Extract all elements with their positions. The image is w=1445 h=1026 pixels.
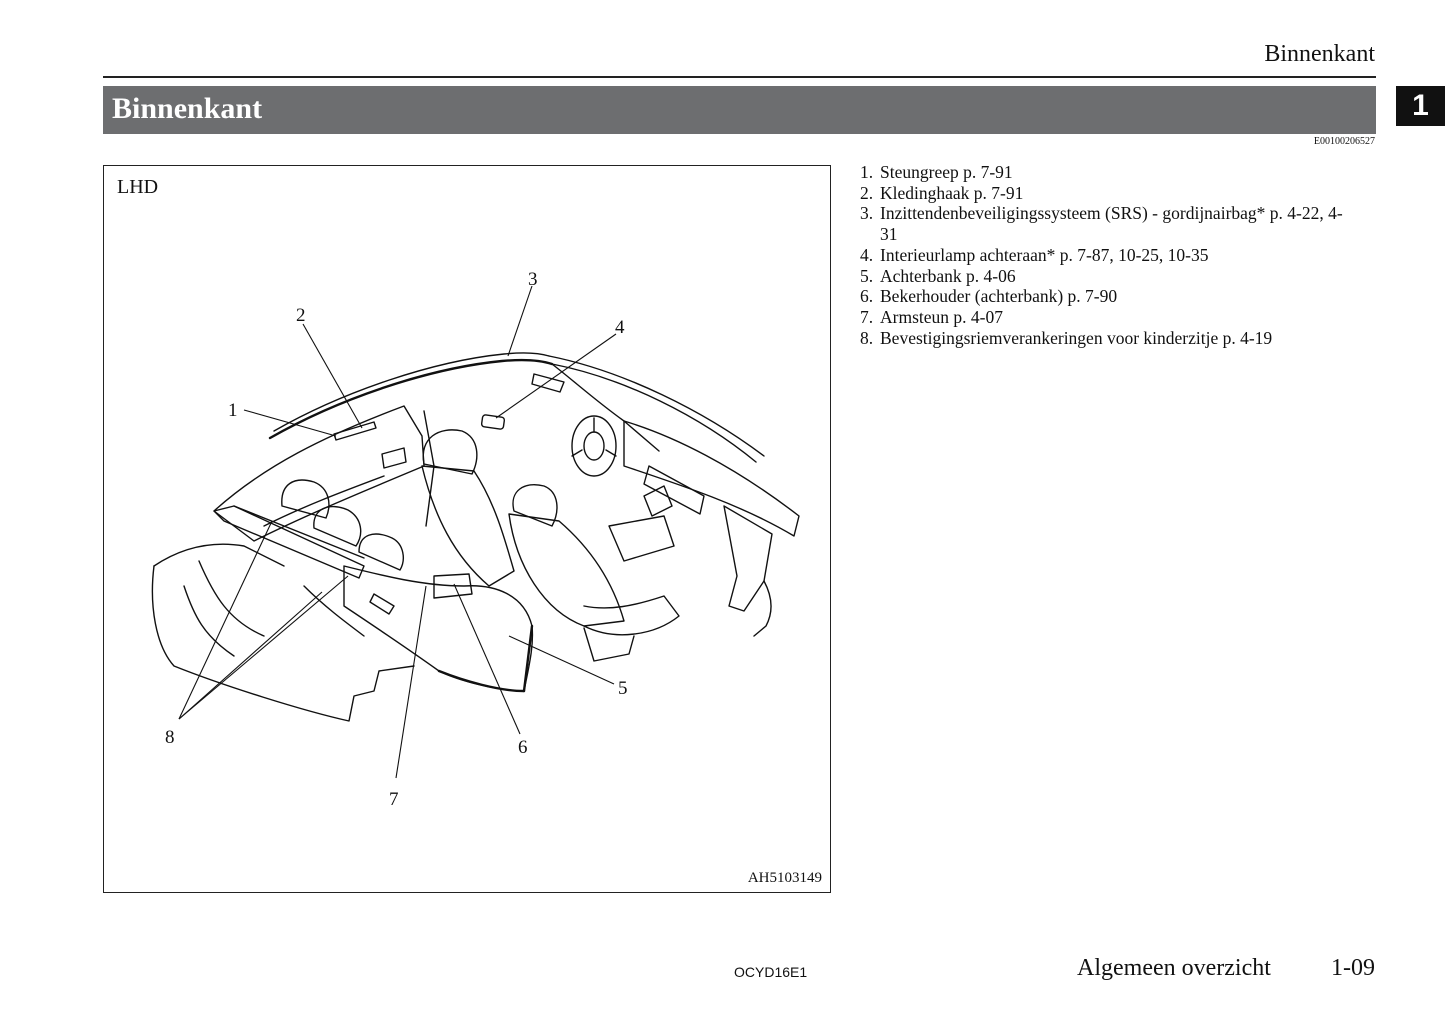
- legend-text: Kledinghaak p. 7-91: [880, 182, 1024, 203]
- legend-number: 8.: [860, 327, 874, 348]
- footer-document-code: OCYD16E1: [734, 964, 808, 980]
- legend-number: 7.: [860, 306, 874, 327]
- section-title: Binnenkant: [112, 92, 263, 125]
- figure-code: AH5103149: [747, 870, 822, 886]
- leader-line-4: [495, 333, 617, 419]
- leader-line-3: [507, 285, 533, 357]
- section-code: E00100206527: [1313, 136, 1375, 147]
- legend-item: 8. Bevestigingsriemverankeringen voor kin…: [860, 328, 1360, 349]
- callout-5: 5: [618, 678, 628, 699]
- callout-8: 8: [165, 727, 175, 748]
- legend-text: Inzittendenbeveiligingssysteem (SRS) - g…: [880, 203, 1343, 245]
- running-head: Binnenkant: [1264, 41, 1375, 67]
- legend-list: 1. Steungreep p. 7-91 2. Kledinghaak p. 7-…: [860, 162, 1360, 348]
- leader-line-8b: [178, 575, 349, 720]
- callout-6: 6: [518, 737, 528, 758]
- leader-line-6: [453, 583, 521, 735]
- legend-item: 2. Kledinghaak p. 7-91: [860, 183, 1360, 204]
- legend-text: Steungreep p. 7-91: [880, 162, 1013, 182]
- legend-number: 1.: [860, 162, 874, 182]
- legend-item: 4. Interieurlamp achteraan* p. 7-87, 10-2…: [860, 245, 1360, 266]
- chapter-tab: 1: [1396, 86, 1445, 126]
- leader-line-7: [395, 585, 427, 779]
- legend-number: 2.: [860, 182, 874, 203]
- page-number: 1-09: [1331, 955, 1375, 981]
- legend-text: Interieurlamp achteraan* p. 7-87, 10-25,…: [880, 244, 1209, 265]
- legend-text: Armsteun p. 4-07: [880, 306, 1003, 327]
- leader-line-1: [243, 409, 337, 437]
- header-rule: [103, 76, 1376, 78]
- legend-number: 5.: [860, 265, 874, 286]
- legend-number: 4.: [860, 244, 874, 265]
- callout-1: 1: [228, 400, 238, 421]
- legend-item: 5. Achterbank p. 4-06: [860, 266, 1360, 287]
- legend-text: Achterbank p. 4-06: [880, 265, 1016, 286]
- leader-line-8a: [178, 520, 273, 720]
- callout-3: 3: [528, 269, 538, 290]
- legend-item: 7. Armsteun p. 4-07: [860, 307, 1360, 328]
- legend-item: 3. Inzittendenbeveiligingssysteem (SRS) -…: [860, 203, 1360, 244]
- legend-item: 1. Steungreep p. 7-91: [860, 162, 1360, 183]
- interior-figure: LHD: [103, 165, 831, 893]
- leader-line-8c: [178, 591, 323, 720]
- section-banner: Binnenkant: [103, 86, 1376, 134]
- callout-4: 4: [615, 317, 625, 338]
- legend-number: 6.: [860, 286, 874, 307]
- callout-7: 7: [389, 789, 399, 810]
- legend-item: 6. Bekerhouder (achterbank) p. 7-90: [860, 286, 1360, 307]
- callout-2: 2: [296, 305, 306, 326]
- car-interior-illustration: 1 2 3 4 5 6 7 8: [151, 269, 800, 810]
- footer-section-name: Algemeen overzicht: [1077, 955, 1271, 981]
- legend-text: Bekerhouder (achterbank) p. 7-90: [880, 286, 1118, 307]
- figure-variant-label: LHD: [117, 176, 159, 198]
- leader-line-5: [508, 635, 615, 685]
- leader-line-2: [302, 323, 363, 429]
- legend-text: Bevestigingsriemverankeringen voor kinde…: [880, 327, 1273, 348]
- legend-number: 3.: [860, 203, 874, 224]
